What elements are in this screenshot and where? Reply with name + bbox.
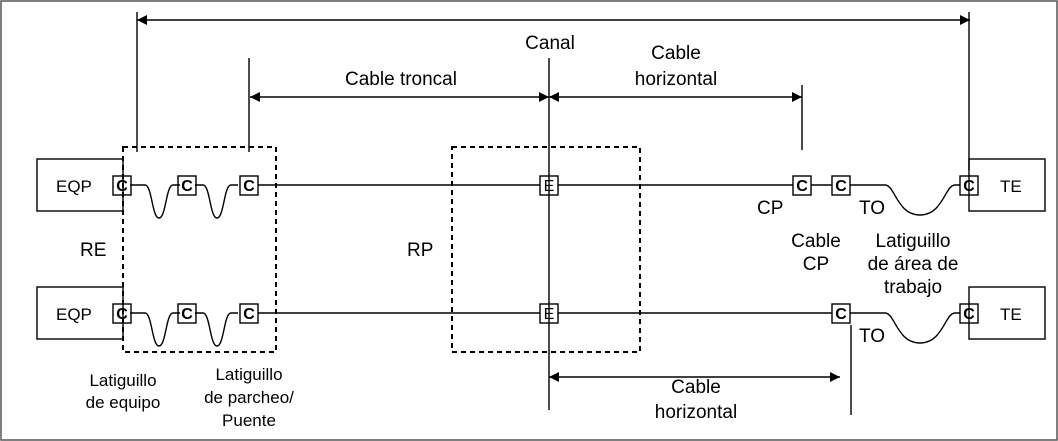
eqp-box-bottom [36, 286, 124, 340]
latiguillo-area-bottom-cord [850, 312, 960, 344]
svg-text:C: C [796, 178, 808, 195]
cable-horizontal-bottom-label-2: horizontal [655, 402, 737, 423]
connector-c-to-top: C [831, 175, 851, 196]
te-box-bottom [968, 286, 1046, 340]
svg-text:C: C [181, 178, 193, 195]
svg-text:C: C [963, 306, 975, 323]
eqp-box-top [36, 158, 124, 212]
cable-horizontal-top-label-2: horizontal [635, 69, 717, 90]
latiguillo-area-label-1: Latiguillo [876, 231, 951, 252]
svg-text:C: C [835, 306, 847, 323]
latiguillo-parcheo-label-2: de parcheo/ [204, 388, 294, 407]
rp-label: RP [407, 240, 433, 261]
latiguillo-equipo-label-2: de equipo [86, 393, 161, 412]
eqp-top-label: EQP [56, 177, 92, 196]
latiguillo-area-label-3: trabajo [884, 277, 942, 298]
latiguillo-area-label-2: de área de [868, 254, 959, 275]
svg-text:C: C [835, 178, 847, 195]
latiguillo-equipo-top-cord [130, 184, 180, 219]
svg-text:C: C [116, 306, 128, 323]
cable-horizontal-top-label-1: Cable [651, 43, 701, 64]
connector-c-to-bottom: C [831, 303, 851, 324]
connector-c-re3-bottom: C [239, 303, 259, 324]
svg-text:C: C [181, 306, 193, 323]
connector-c-re3-top: C [239, 175, 259, 196]
latiguillo-equipo-label-1: Latiguillo [89, 371, 156, 390]
connector-c-cp-top: C [792, 175, 812, 196]
svg-text:E: E [544, 306, 555, 323]
svg-text:C: C [243, 178, 255, 195]
rp-rack [451, 146, 641, 353]
to-bottom-label: TO [859, 326, 885, 347]
eqp-bottom-label: EQP [56, 305, 92, 324]
canal-label: Canal [525, 33, 575, 54]
latiguillo-parcheo-label-1: Latiguillo [215, 365, 282, 384]
connector-c-te-bottom: C [959, 303, 979, 324]
connector-e-bottom: E [539, 303, 559, 324]
latiguillo-parcheo-label-3: Puente [222, 411, 276, 430]
svg-text:C: C [116, 178, 128, 195]
connector-e-top: E [539, 175, 559, 196]
svg-text:C: C [243, 306, 255, 323]
to-top-label: TO [859, 198, 885, 219]
latiguillo-equipo-bottom-cord [130, 312, 180, 347]
cable-cp-label-1: Cable [791, 231, 841, 252]
connector-c-te-top: C [959, 175, 979, 196]
cp-label: CP [757, 198, 783, 219]
latiguillo-parcheo-bottom-cord [195, 312, 238, 347]
connector-c-re2-top: C [177, 175, 197, 196]
connector-c-re2-bottom: C [177, 303, 197, 324]
connector-c-re1-bottom: C [112, 303, 132, 324]
latiguillo-parcheo-top-cord [195, 184, 238, 219]
re-rack [122, 146, 277, 353]
cable-horizontal-bottom-label-1: Cable [671, 377, 721, 398]
connector-c-re1-top: C [112, 175, 132, 196]
svg-text:C: C [963, 178, 975, 195]
te-box-top [968, 158, 1046, 212]
cable-troncal-label: Cable troncal [345, 69, 457, 90]
te-bottom-label: TE [1000, 305, 1022, 324]
te-top-label: TE [1000, 177, 1022, 196]
svg-text:E: E [544, 178, 555, 195]
cable-cp-label-2: CP [803, 254, 829, 275]
re-label: RE [80, 240, 106, 261]
latiguillo-area-top-cord [850, 184, 960, 216]
